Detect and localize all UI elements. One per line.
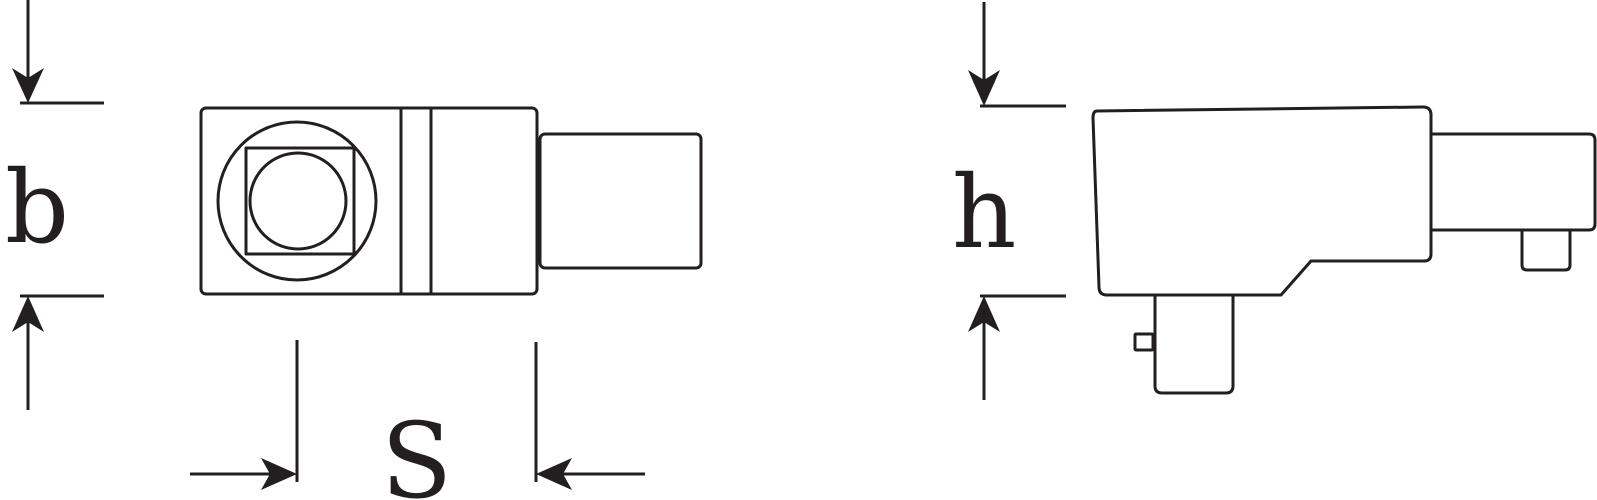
side-shank-outline xyxy=(1430,132,1597,232)
square-drive-stem xyxy=(1153,295,1235,395)
detent-ball xyxy=(1133,332,1155,352)
label-h: h xyxy=(952,154,1016,271)
label-s: S xyxy=(381,400,452,500)
b-arrowhead-top xyxy=(12,68,44,103)
h-arrowhead-bottom xyxy=(968,296,1000,332)
h-arrowhead-top xyxy=(968,70,1000,106)
shank-outline xyxy=(538,132,703,270)
b-arrowhead-bottom xyxy=(12,296,44,332)
head-body-outline xyxy=(199,106,539,296)
s-arrowhead-right xyxy=(536,458,572,490)
s-arrowhead-left xyxy=(261,458,297,490)
dimension-b: b xyxy=(5,0,104,410)
top-view: b S xyxy=(5,0,703,500)
side-body-outline xyxy=(1091,105,1433,297)
side-view: h xyxy=(952,2,1597,400)
outer-ring xyxy=(216,120,378,282)
square-drive-outline xyxy=(244,146,356,256)
dimension-h: h xyxy=(952,2,1066,400)
dimension-s: S xyxy=(190,340,645,500)
label-b: b xyxy=(5,149,69,266)
side-lug xyxy=(1520,230,1572,272)
inner-bore xyxy=(248,151,348,251)
